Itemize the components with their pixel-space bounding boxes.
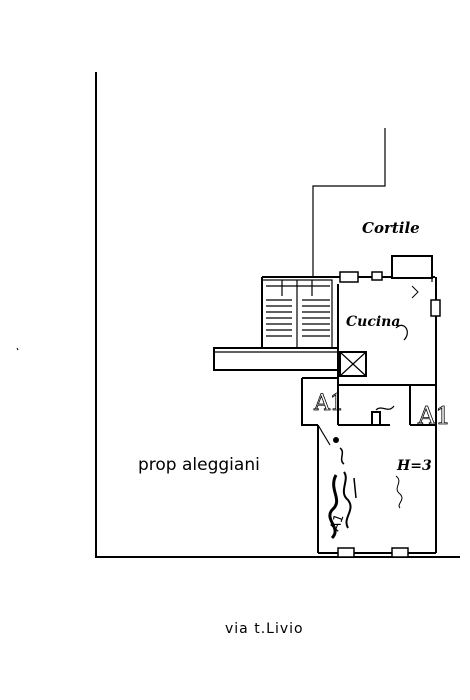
staircase bbox=[261, 279, 333, 349]
margin-tick bbox=[16, 347, 19, 351]
height-label: H=3 bbox=[396, 458, 432, 474]
neighbor-label: prop aleggiani bbox=[138, 455, 260, 475]
fixtures bbox=[317, 411, 381, 446]
kitchen-label: Cucina bbox=[346, 314, 400, 330]
courtyard-label: Cortile bbox=[362, 219, 420, 237]
annotation-a1-left: A1 bbox=[313, 391, 344, 416]
apartment-walls bbox=[261, 276, 437, 554]
handwritten-scribble bbox=[328, 285, 419, 540]
balcony bbox=[213, 347, 339, 371]
annotation-a1-mid: A1 bbox=[328, 512, 348, 533]
annotation-a1-right: A1 bbox=[417, 402, 451, 430]
street-label: via t.Livio bbox=[225, 621, 304, 637]
property-boundary bbox=[95, 72, 460, 558]
windows bbox=[337, 255, 441, 558]
shaft-symbol bbox=[339, 351, 367, 377]
